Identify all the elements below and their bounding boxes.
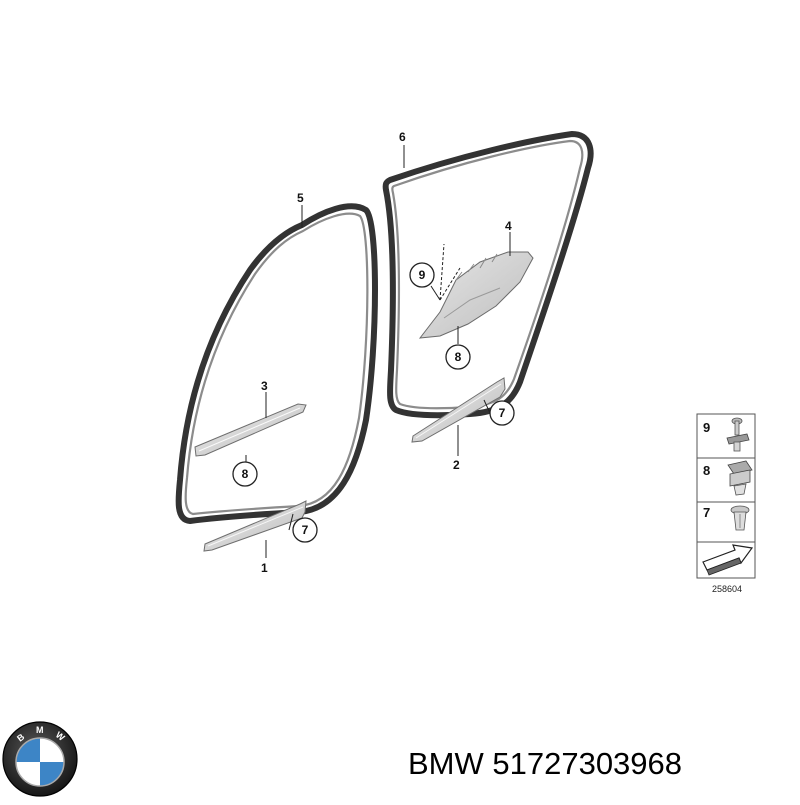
callout-7-right-text: 7 <box>499 406 506 420</box>
label-part-4: 4 <box>505 219 512 233</box>
direction-arrow-icon <box>702 544 754 576</box>
callout-7-left: 7 <box>292 517 318 543</box>
svg-text:B: B <box>15 731 27 743</box>
callout-9: 9 <box>409 262 435 288</box>
fastener-legend: 9 8 7 258604 <box>696 413 756 594</box>
expanding-rivet-clip-icon <box>730 505 750 531</box>
svg-text:M: M <box>36 725 44 735</box>
pillar-trim-4 <box>418 251 534 339</box>
callout-9-text: 9 <box>419 268 426 282</box>
spring-nut-clip-icon <box>727 460 753 496</box>
callout-8-right-text: 8 <box>455 350 462 364</box>
legend-number-9: 9 <box>703 420 710 435</box>
leader-lines <box>245 145 511 558</box>
label-part-2: 2 <box>453 458 460 472</box>
callout-8-right: 8 <box>445 344 471 370</box>
callout-8-left-text: 8 <box>242 467 249 481</box>
drawing-code: 258604 <box>712 584 742 594</box>
sill-strip-2 <box>411 377 506 443</box>
sill-strip-1 <box>203 500 307 552</box>
front-door-seal <box>175 203 378 524</box>
bmw-roundel-logo: B M W <box>2 721 78 797</box>
legend-number-8: 8 <box>703 463 710 478</box>
push-pin-clip-icon <box>726 417 750 452</box>
label-part-1: 1 <box>261 561 268 575</box>
callout-8-left: 8 <box>232 461 258 487</box>
trim-strip-3 <box>194 403 307 457</box>
callout-7-right: 7 <box>489 400 515 426</box>
part-caption: BMW 51727303968 <box>408 746 682 781</box>
label-part-5: 5 <box>297 191 304 205</box>
label-part-3: 3 <box>261 379 268 393</box>
callout-7-left-text: 7 <box>302 523 309 537</box>
label-part-6: 6 <box>399 130 406 144</box>
legend-number-7: 7 <box>703 505 710 520</box>
